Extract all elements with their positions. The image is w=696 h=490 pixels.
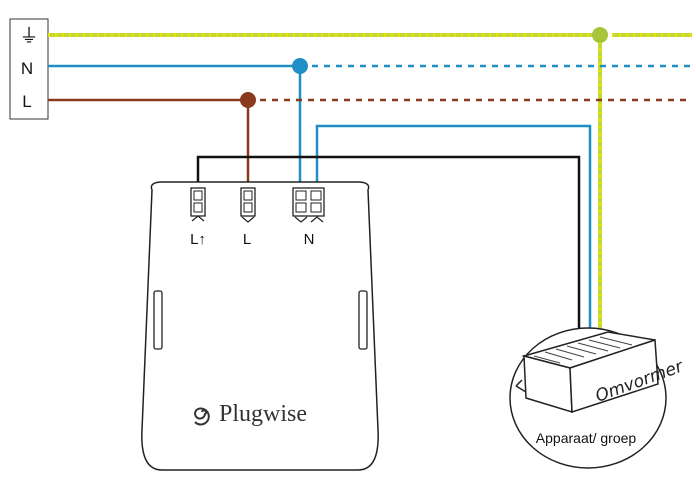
switched-line-wire: [196, 155, 581, 330]
line-wire: [48, 92, 692, 188]
line-junction: [240, 92, 256, 108]
earth-icon: ⏚: [19, 26, 38, 47]
module-right-slot: [358, 290, 368, 350]
neutral-label: N: [21, 59, 33, 78]
device-caption: Apparaat/ groep: [536, 430, 637, 446]
terminal-label-switched-line: L↑: [190, 231, 206, 248]
mains-terminal-block: ⏚ N L: [9, 18, 49, 120]
appliance-device: Omvormer Apparaat/ groep: [509, 327, 687, 469]
earth-junction: [592, 27, 608, 43]
terminal-line: [240, 187, 256, 223]
terminal-switched-line: [190, 187, 206, 222]
earth-wire: [48, 27, 692, 330]
spiral-logo-icon: [194, 407, 210, 426]
terminal-label-line: L: [243, 231, 251, 248]
terminal-label-neutral: N: [304, 231, 315, 248]
plugwise-module: L↑ L N Plugwise: [141, 181, 379, 471]
terminal-neutral: [292, 187, 325, 223]
neutral-junction: [292, 58, 308, 74]
module-left-slot: [153, 290, 163, 350]
line-label: L: [22, 92, 31, 111]
brand-name: Plugwise: [219, 401, 307, 427]
